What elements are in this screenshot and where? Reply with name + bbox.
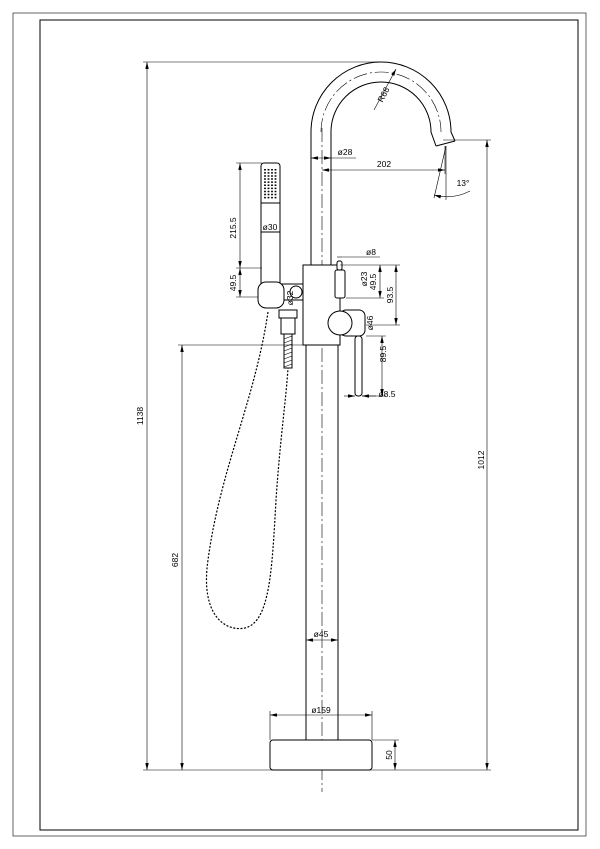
angle-ref-inclined: [433, 145, 447, 199]
label-682: 682: [170, 553, 180, 567]
holder-knob: [289, 285, 303, 299]
hose-fitting: [280, 317, 296, 335]
label-93-5: 93.5: [385, 286, 395, 303]
label-d32: ø32: [285, 290, 295, 305]
label-d159: ø159: [311, 705, 331, 715]
outer-frame: [12, 12, 587, 837]
label-d30: ø30: [263, 222, 278, 232]
floor-stem: [305, 345, 339, 740]
label-d28: ø28: [338, 147, 353, 157]
spout-inner-edge: [330, 81, 437, 265]
label-49-5-left: 49.5: [228, 274, 238, 291]
label-d46: ø46: [365, 315, 375, 330]
spout-centerline: [320, 71, 442, 133]
spout-outer-edge: [310, 61, 456, 265]
label-1138: 1138: [135, 407, 145, 426]
leader-r68: [373, 68, 397, 111]
label-angle-13: 13°: [457, 178, 470, 188]
hose-thread-hatch: [283, 335, 293, 368]
shower-holder-ring: [257, 281, 285, 309]
label-d8-5: ø8.5: [378, 389, 395, 399]
label-d23: ø23: [359, 271, 369, 286]
floor-base: [269, 739, 373, 771]
cartridge-pin: [336, 260, 343, 271]
spout: [310, 61, 456, 265]
label-50: 50: [384, 750, 394, 760]
mixer-lever: [327, 260, 366, 397]
label-1012: 1012: [476, 450, 486, 469]
hand-shower: [257, 162, 304, 309]
label-d8: ø8: [366, 247, 376, 257]
label-202: 202: [377, 159, 391, 169]
drawing-frame: [39, 19, 579, 831]
shower-hose: [206, 311, 289, 630]
lever-handle: [354, 335, 363, 397]
label-d45: ø45: [314, 629, 329, 639]
label-49-5-right: 49.5: [368, 273, 378, 290]
label-215-5: 215.5: [228, 217, 238, 239]
angle-arc-13: [433, 190, 471, 199]
label-r68: R68: [375, 85, 391, 104]
dimension-labels: R68 ø28 202 13° 215.5 ø30 49.5 ø8 ø23 49…: [135, 85, 486, 760]
hose-nut: [278, 309, 298, 319]
lever-knob: [327, 310, 353, 336]
spout-outlet: [435, 140, 456, 147]
cartridge: [334, 269, 346, 299]
hose-thread: [283, 333, 293, 369]
dimension-lines: [143, 61, 491, 771]
label-89-5: 89.5: [378, 345, 388, 362]
hose-connector: [278, 309, 298, 369]
